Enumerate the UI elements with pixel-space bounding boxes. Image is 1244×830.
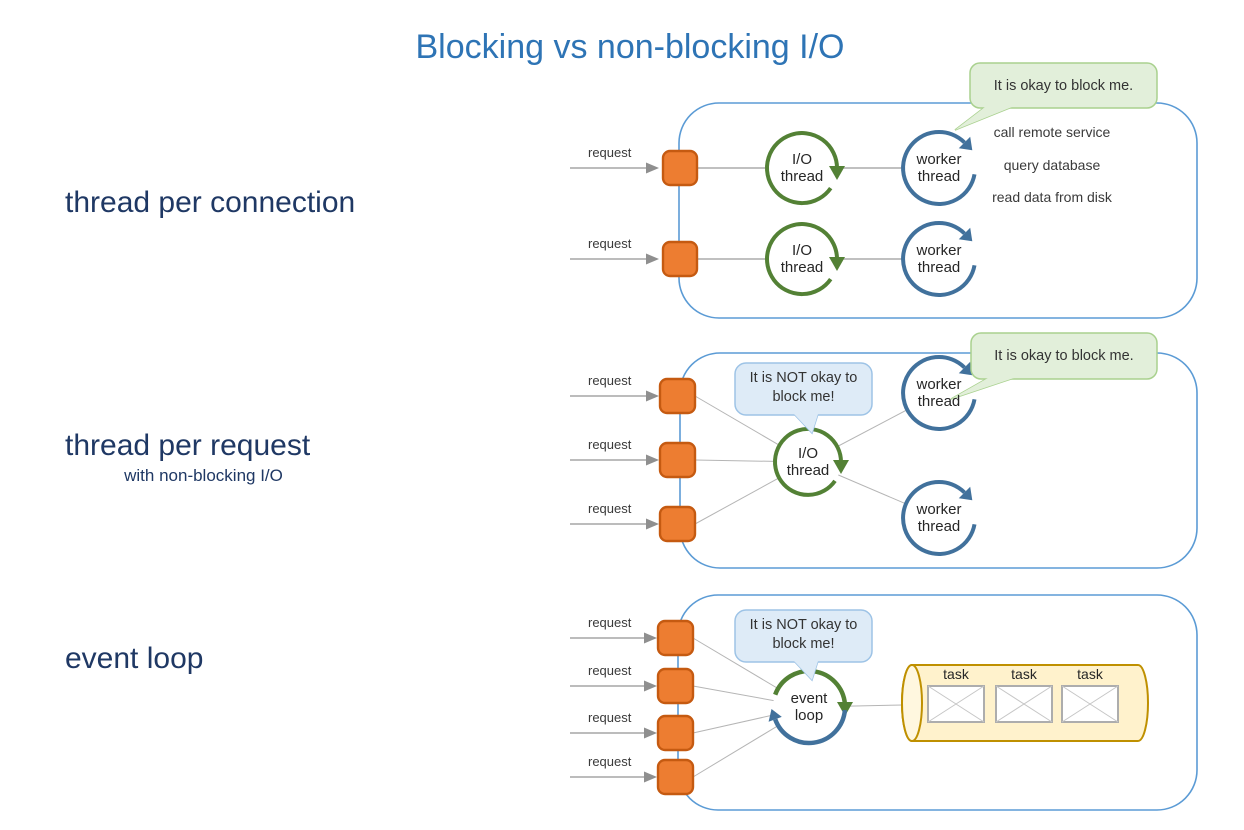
arrowhead-icon	[829, 166, 845, 180]
circular-arrow-icon	[901, 354, 977, 431]
task-label: task	[943, 666, 969, 682]
io-thread-label-line2: thread	[780, 259, 824, 276]
bubble-not-ok-line2: block me!	[772, 389, 835, 405]
io-thread-label: I/O thread	[762, 242, 842, 276]
worker-thread-label-line1: worker	[916, 242, 962, 259]
request-boxes	[656, 149, 699, 796]
blocking-call-item: read data from disk	[992, 189, 1112, 205]
io-thread-label-line1: I/O	[791, 242, 812, 259]
request-label: request	[588, 236, 632, 251]
arrowhead-icon	[829, 257, 845, 271]
circular-arrow-icon	[773, 426, 843, 497]
task-label: task	[1011, 666, 1037, 682]
arrowhead-icon	[958, 136, 973, 151]
bubble-not-ok-text: It is NOT okay to block me!	[735, 363, 872, 413]
circular-arrow-icon	[901, 479, 977, 556]
request-box	[656, 667, 695, 705]
io-thread-label-line1: I/O	[791, 151, 812, 168]
section-title-thread-per-connection: thread per connection	[65, 186, 356, 219]
request-label: request	[588, 710, 632, 725]
request-box	[661, 240, 699, 278]
request-label: request	[588, 501, 632, 516]
event-loop-label: event loop	[769, 690, 849, 724]
request-label: request	[588, 373, 632, 388]
request-label: request	[588, 437, 632, 452]
section-subtitle-non-blocking: with non-blocking I/O	[124, 466, 283, 485]
request-arrows	[570, 162, 659, 783]
bubble-not-ok-line1: It is NOT okay to	[749, 370, 858, 386]
worker-thread-label-line1: worker	[916, 501, 962, 518]
bubble-not-ok-line1: It is NOT okay to	[749, 617, 858, 633]
task-queue-cylinder	[901, 664, 1149, 742]
event-loop-circle	[768, 668, 853, 746]
request-label: request	[588, 754, 632, 769]
speech-bubble-ok-s1	[954, 62, 1158, 131]
request-box	[661, 149, 699, 187]
request-box	[658, 505, 697, 543]
request-box	[656, 714, 695, 752]
arrowhead-icon	[833, 460, 849, 474]
worker-thread-label: worker thread	[899, 376, 979, 410]
io-thread-circle	[773, 426, 849, 497]
io-thread-circle	[765, 222, 845, 297]
worker-thread-label-line2: thread	[917, 259, 961, 276]
worker-thread-label-line2: thread	[917, 168, 961, 185]
circular-arrow-icon	[765, 222, 839, 297]
worker-thread-circle	[901, 354, 977, 431]
event-loop-label-line2: loop	[794, 707, 824, 724]
bubble-ok-text: It is okay to block me.	[994, 348, 1134, 364]
worker-thread-label: worker thread	[899, 242, 979, 276]
speech-bubble-not-ok-s2	[734, 362, 873, 435]
arrowhead-icon	[958, 227, 973, 242]
io-thread-label: I/O thread	[762, 151, 842, 185]
speech-bubble-not-ok-s3	[734, 609, 873, 682]
section-title-event-loop: event loop	[65, 642, 204, 675]
worker-thread-circle	[901, 129, 977, 206]
circular-arrow-icon	[773, 709, 848, 746]
arrowhead-icon	[837, 702, 853, 716]
request-label: request	[588, 663, 632, 678]
event-loop-label-line1: event	[790, 690, 828, 707]
worker-thread-label: worker thread	[899, 501, 979, 535]
worker-thread-circle	[901, 220, 977, 297]
section-title-thread-per-request: thread per request	[65, 429, 311, 462]
request-box	[656, 758, 695, 796]
io-thread-label-line2: thread	[786, 462, 830, 479]
worker-thread-label-line2: thread	[917, 393, 961, 410]
worker-thread-circle	[901, 479, 977, 556]
task-label: task	[1077, 666, 1103, 682]
circular-arrow-icon	[901, 129, 977, 206]
request-box	[656, 619, 695, 657]
io-thread-label-line1: I/O	[797, 445, 818, 462]
arrowhead-icon	[768, 709, 782, 722]
blocking-call-item: query database	[1003, 157, 1101, 173]
cylinder-cap	[901, 664, 923, 742]
worker-thread-label-line1: worker	[916, 151, 962, 168]
speech-bubble-ok-s2	[950, 332, 1158, 400]
bubble-not-ok-text: It is NOT okay to block me!	[735, 610, 872, 660]
request-box	[658, 377, 697, 415]
circular-arrow-icon	[765, 131, 839, 206]
bubble-not-ok-line2: block me!	[772, 636, 835, 652]
io-thread-circle	[765, 131, 845, 206]
circular-arrow-icon	[901, 220, 977, 297]
request-label: request	[588, 615, 632, 630]
container-thread-per-connection	[678, 102, 1198, 319]
io-thread-label: I/O thread	[768, 445, 848, 479]
arrowhead-icon	[958, 361, 973, 376]
worker-thread-label: worker thread	[899, 151, 979, 185]
io-thread-label-line2: thread	[780, 168, 824, 185]
bubble-ok-text: It is okay to block me.	[993, 77, 1134, 94]
worker-thread-label-line1: worker	[916, 376, 962, 393]
arrowhead-icon	[958, 486, 973, 501]
page-title: Blocking vs non-blocking I/O	[415, 28, 845, 66]
worker-thread-label-line2: thread	[917, 518, 961, 535]
request-box	[658, 441, 697, 479]
request-label: request	[588, 145, 632, 160]
blocking-call-item: call remote service	[993, 124, 1111, 140]
